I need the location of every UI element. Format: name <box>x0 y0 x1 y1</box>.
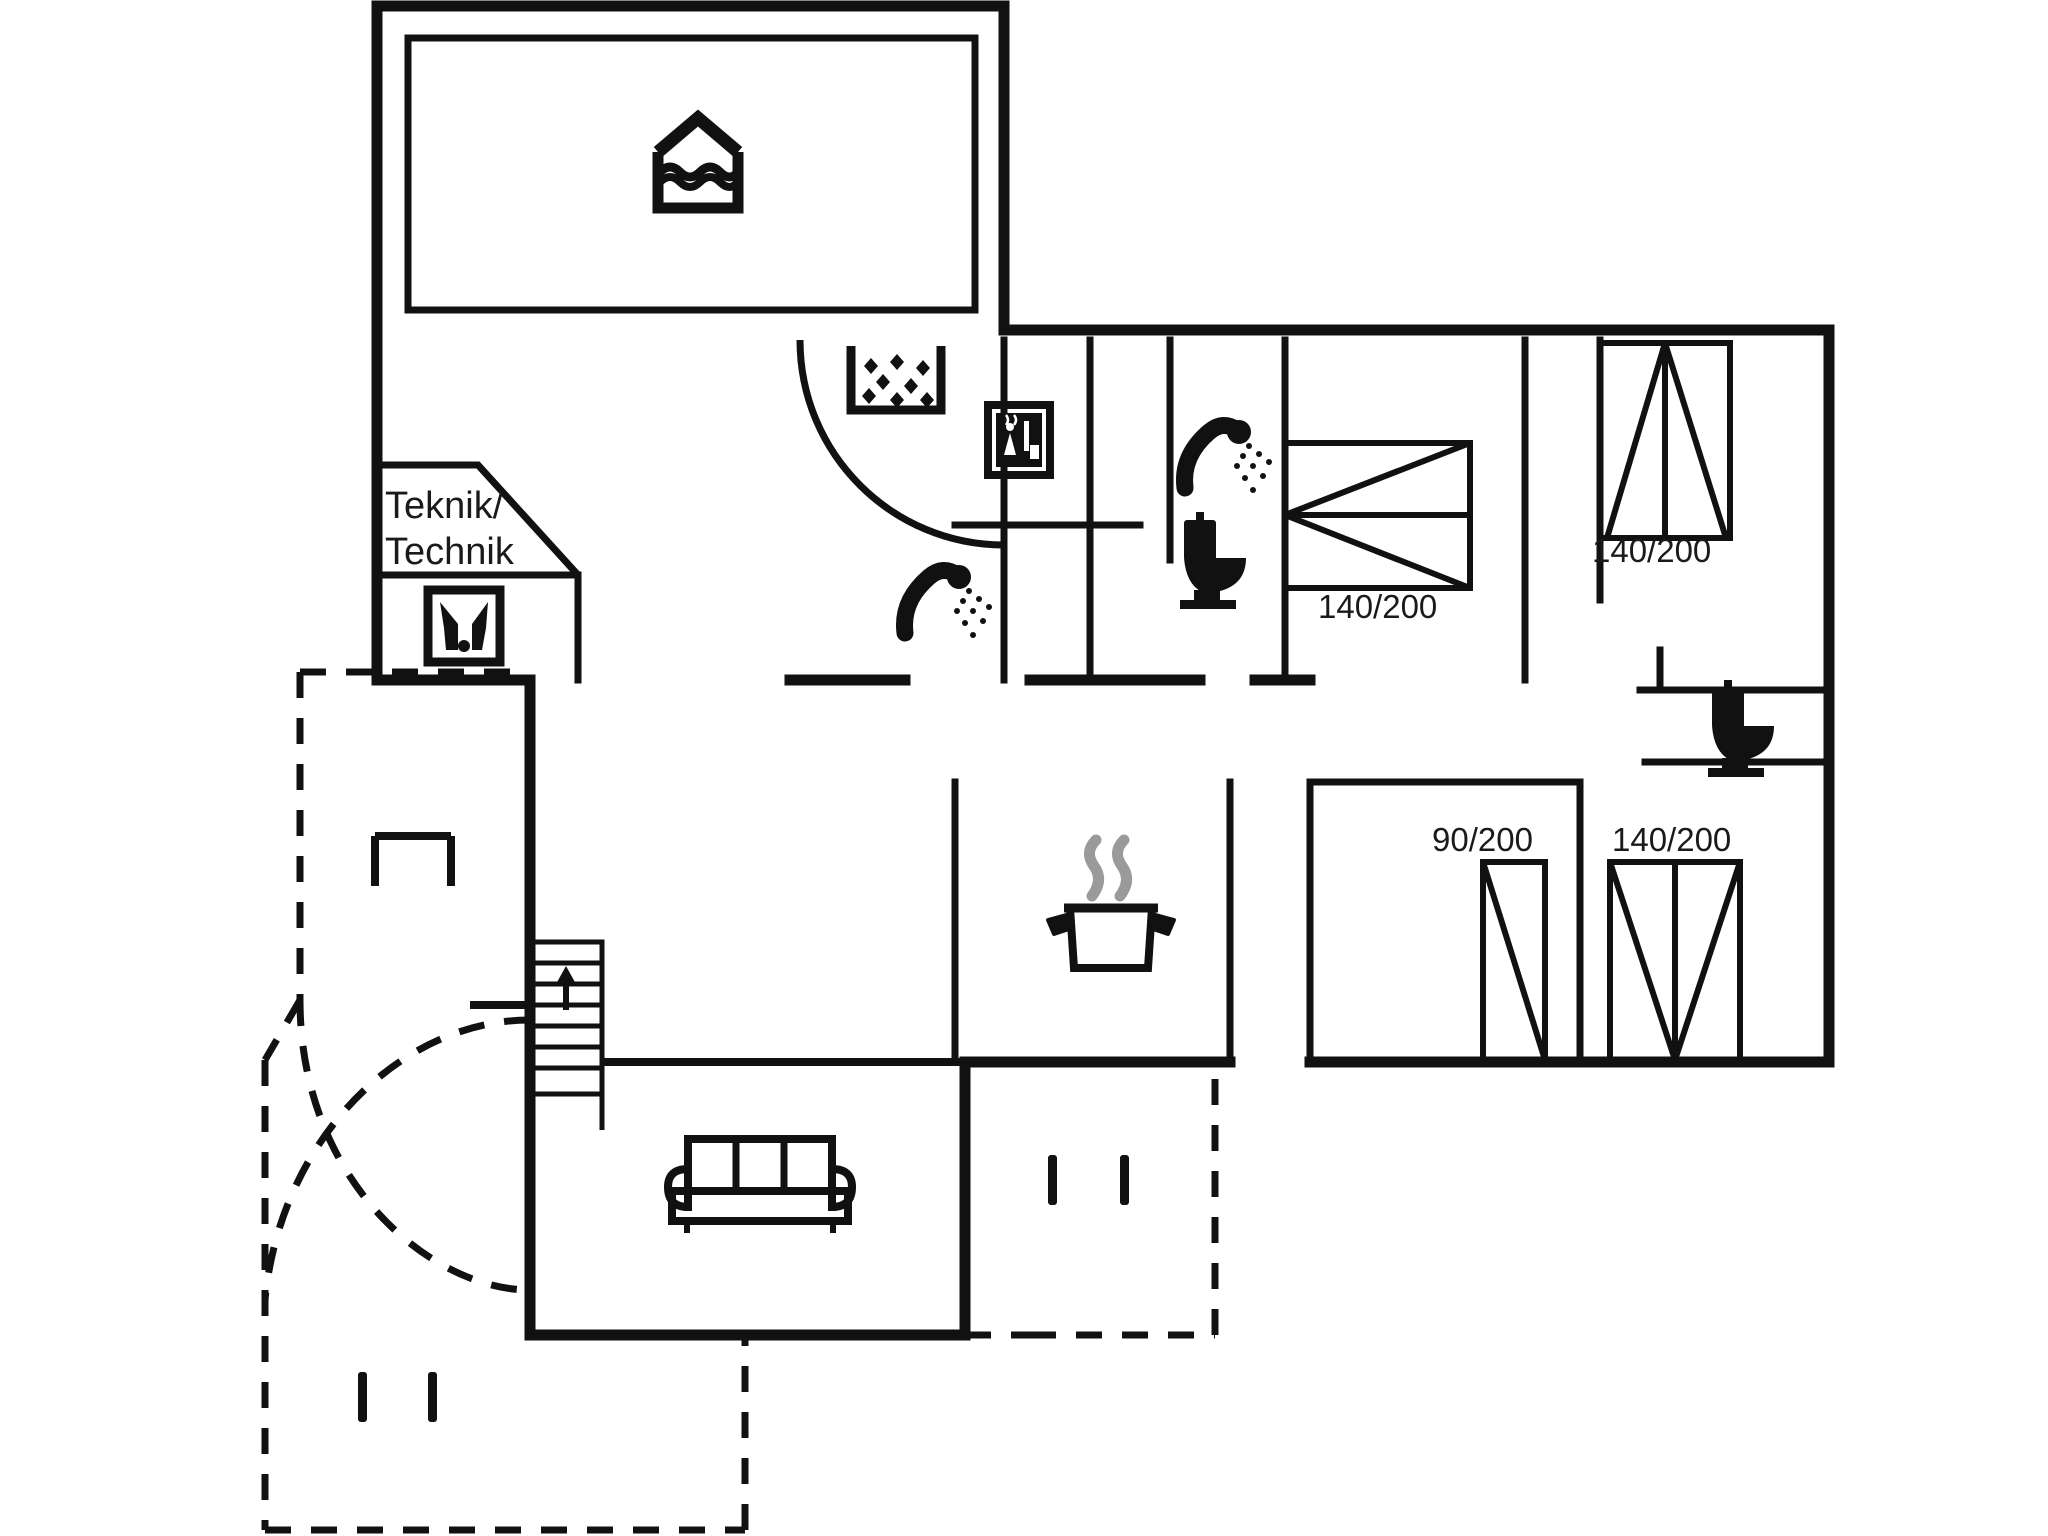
structural-walls <box>371 0 1835 1341</box>
terrace-outline <box>261 668 1219 1534</box>
door-swing-arc <box>796 339 1005 549</box>
bed-size-label: 140/200 <box>1612 821 1731 858</box>
toilet-icon <box>1708 680 1774 777</box>
technik-label-line-1: Teknik/ <box>385 485 504 527</box>
shower-icon <box>1176 417 1272 497</box>
deck-chair-marks <box>1048 1155 1129 1205</box>
stair-landing-wall <box>470 1001 965 1066</box>
whirlpool-icon <box>846 346 946 415</box>
bed-size-label: 90/200 <box>1432 821 1533 858</box>
garden-table-icon <box>371 832 455 886</box>
sofa-icon <box>663 1135 857 1233</box>
bed-size-label: 140/200 <box>1318 588 1437 625</box>
cooking-pot-icon <box>1046 834 1176 972</box>
terrace-curve <box>261 1016 531 1301</box>
bed-140-200-b <box>1597 340 1733 541</box>
shower-icon <box>896 562 992 642</box>
washing-machine-icon <box>423 585 505 667</box>
bed-140-200-c <box>1607 859 1743 1063</box>
bed-size-label: 140/200 <box>1592 532 1711 569</box>
stair-direction-arrow <box>556 966 576 984</box>
bed-140-200-a <box>1282 440 1473 591</box>
bed-90-200 <box>1480 859 1548 1063</box>
technik-label-line-2: Technik <box>385 531 515 573</box>
sauna-icon <box>984 401 1054 479</box>
terrace-chair-marks <box>358 1372 437 1422</box>
toilet-icon <box>1180 512 1246 609</box>
indoor-pool-icon <box>652 109 744 214</box>
